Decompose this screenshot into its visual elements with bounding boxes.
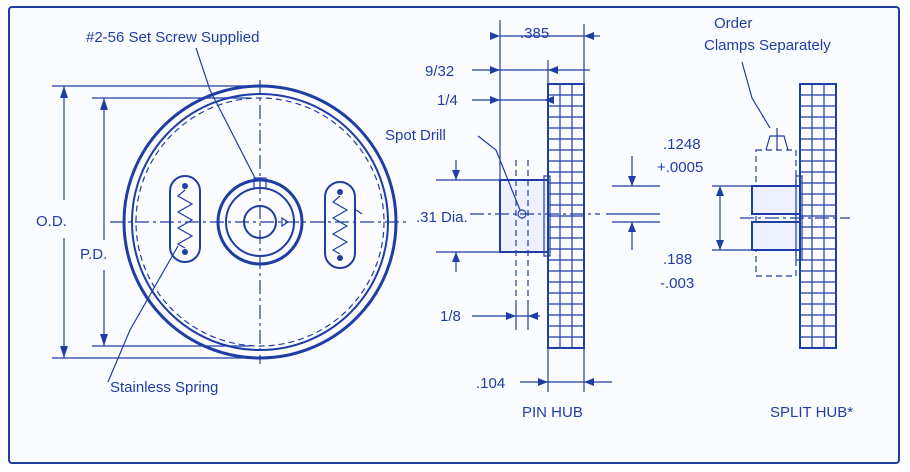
bore-arrow (281, 216, 290, 228)
split-hub-dimensions (606, 156, 752, 251)
split-hub-lower (751, 221, 801, 251)
dim-1-8-label: 1/8 (440, 308, 461, 325)
spring-slot-left (169, 175, 201, 263)
dim-1248-label: .1248 (663, 136, 701, 153)
dim-0005-label: +.0005 (657, 159, 703, 176)
pin-hub-teeth (548, 94, 584, 338)
split-hub-upper (751, 185, 801, 215)
spot-drill-label: Spot Drill (385, 127, 446, 144)
pd-dimension (92, 97, 250, 347)
dim-104-label: .104 (476, 375, 505, 392)
od-label: O.D. (36, 213, 67, 230)
order-label-line1: Order (714, 15, 752, 32)
spring-leader (107, 245, 179, 383)
pin-hub-body (499, 179, 549, 253)
pin-hub-label: PIN HUB (522, 404, 583, 421)
dim-188-label: .188 (663, 251, 692, 268)
dim-003-label: -.003 (660, 275, 694, 292)
split-hub-label: SPLIT HUB* (770, 404, 853, 421)
split-hub-side-view (740, 61, 850, 349)
set-screw-label: #2-56 Set Screw Supplied (86, 29, 259, 46)
split-hub-teeth (800, 94, 836, 338)
pd-label: P.D. (80, 246, 107, 263)
dim-9-32-label: 9/32 (425, 63, 454, 80)
stainless-spring-label: Stainless Spring (110, 379, 218, 396)
od-dimension (52, 85, 270, 359)
pin-hub-side-view (470, 83, 600, 349)
dim-1-4-label: 1/4 (437, 92, 458, 109)
pin-hub-dimensions (436, 20, 612, 392)
dim-385-label: .385 (520, 25, 549, 42)
dia-31-label: .31 Dia. (416, 209, 468, 226)
spring-slot-right (324, 181, 356, 269)
set-screw-leader (195, 47, 257, 181)
order-label-line2: Clamps Separately (704, 37, 831, 54)
